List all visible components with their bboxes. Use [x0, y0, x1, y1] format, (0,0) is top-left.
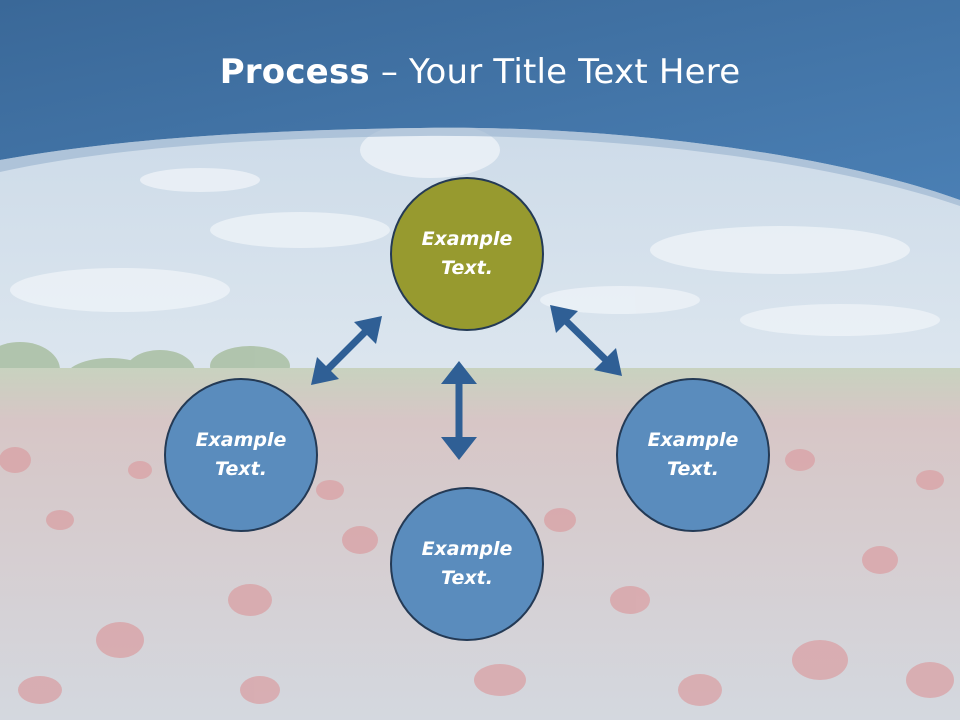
- node-text-line1: Example: [195, 429, 287, 451]
- process-node-bottom: Example Text.: [390, 487, 544, 641]
- node-text-line2: Text.: [441, 257, 493, 279]
- node-text-line2: Text.: [441, 567, 493, 589]
- node-text-line1: Example: [421, 228, 513, 250]
- node-text-line2: Text.: [667, 458, 719, 480]
- title-bold: Process: [219, 52, 370, 92]
- node-text-line1: Example: [647, 429, 739, 451]
- process-node-right: Example Text.: [616, 378, 770, 532]
- slide-title: Process – Your Title Text Here: [0, 52, 960, 92]
- double-arrow-icon: [441, 361, 477, 460]
- title-rest: – Your Title Text Here: [369, 52, 741, 92]
- double-arrow-icon: [550, 305, 622, 376]
- node-text-line2: Text.: [215, 458, 267, 480]
- process-node-top: Example Text.: [390, 177, 544, 331]
- double-arrow-icon: [311, 316, 382, 385]
- node-text-line1: Example: [421, 538, 513, 560]
- process-node-left: Example Text.: [164, 378, 318, 532]
